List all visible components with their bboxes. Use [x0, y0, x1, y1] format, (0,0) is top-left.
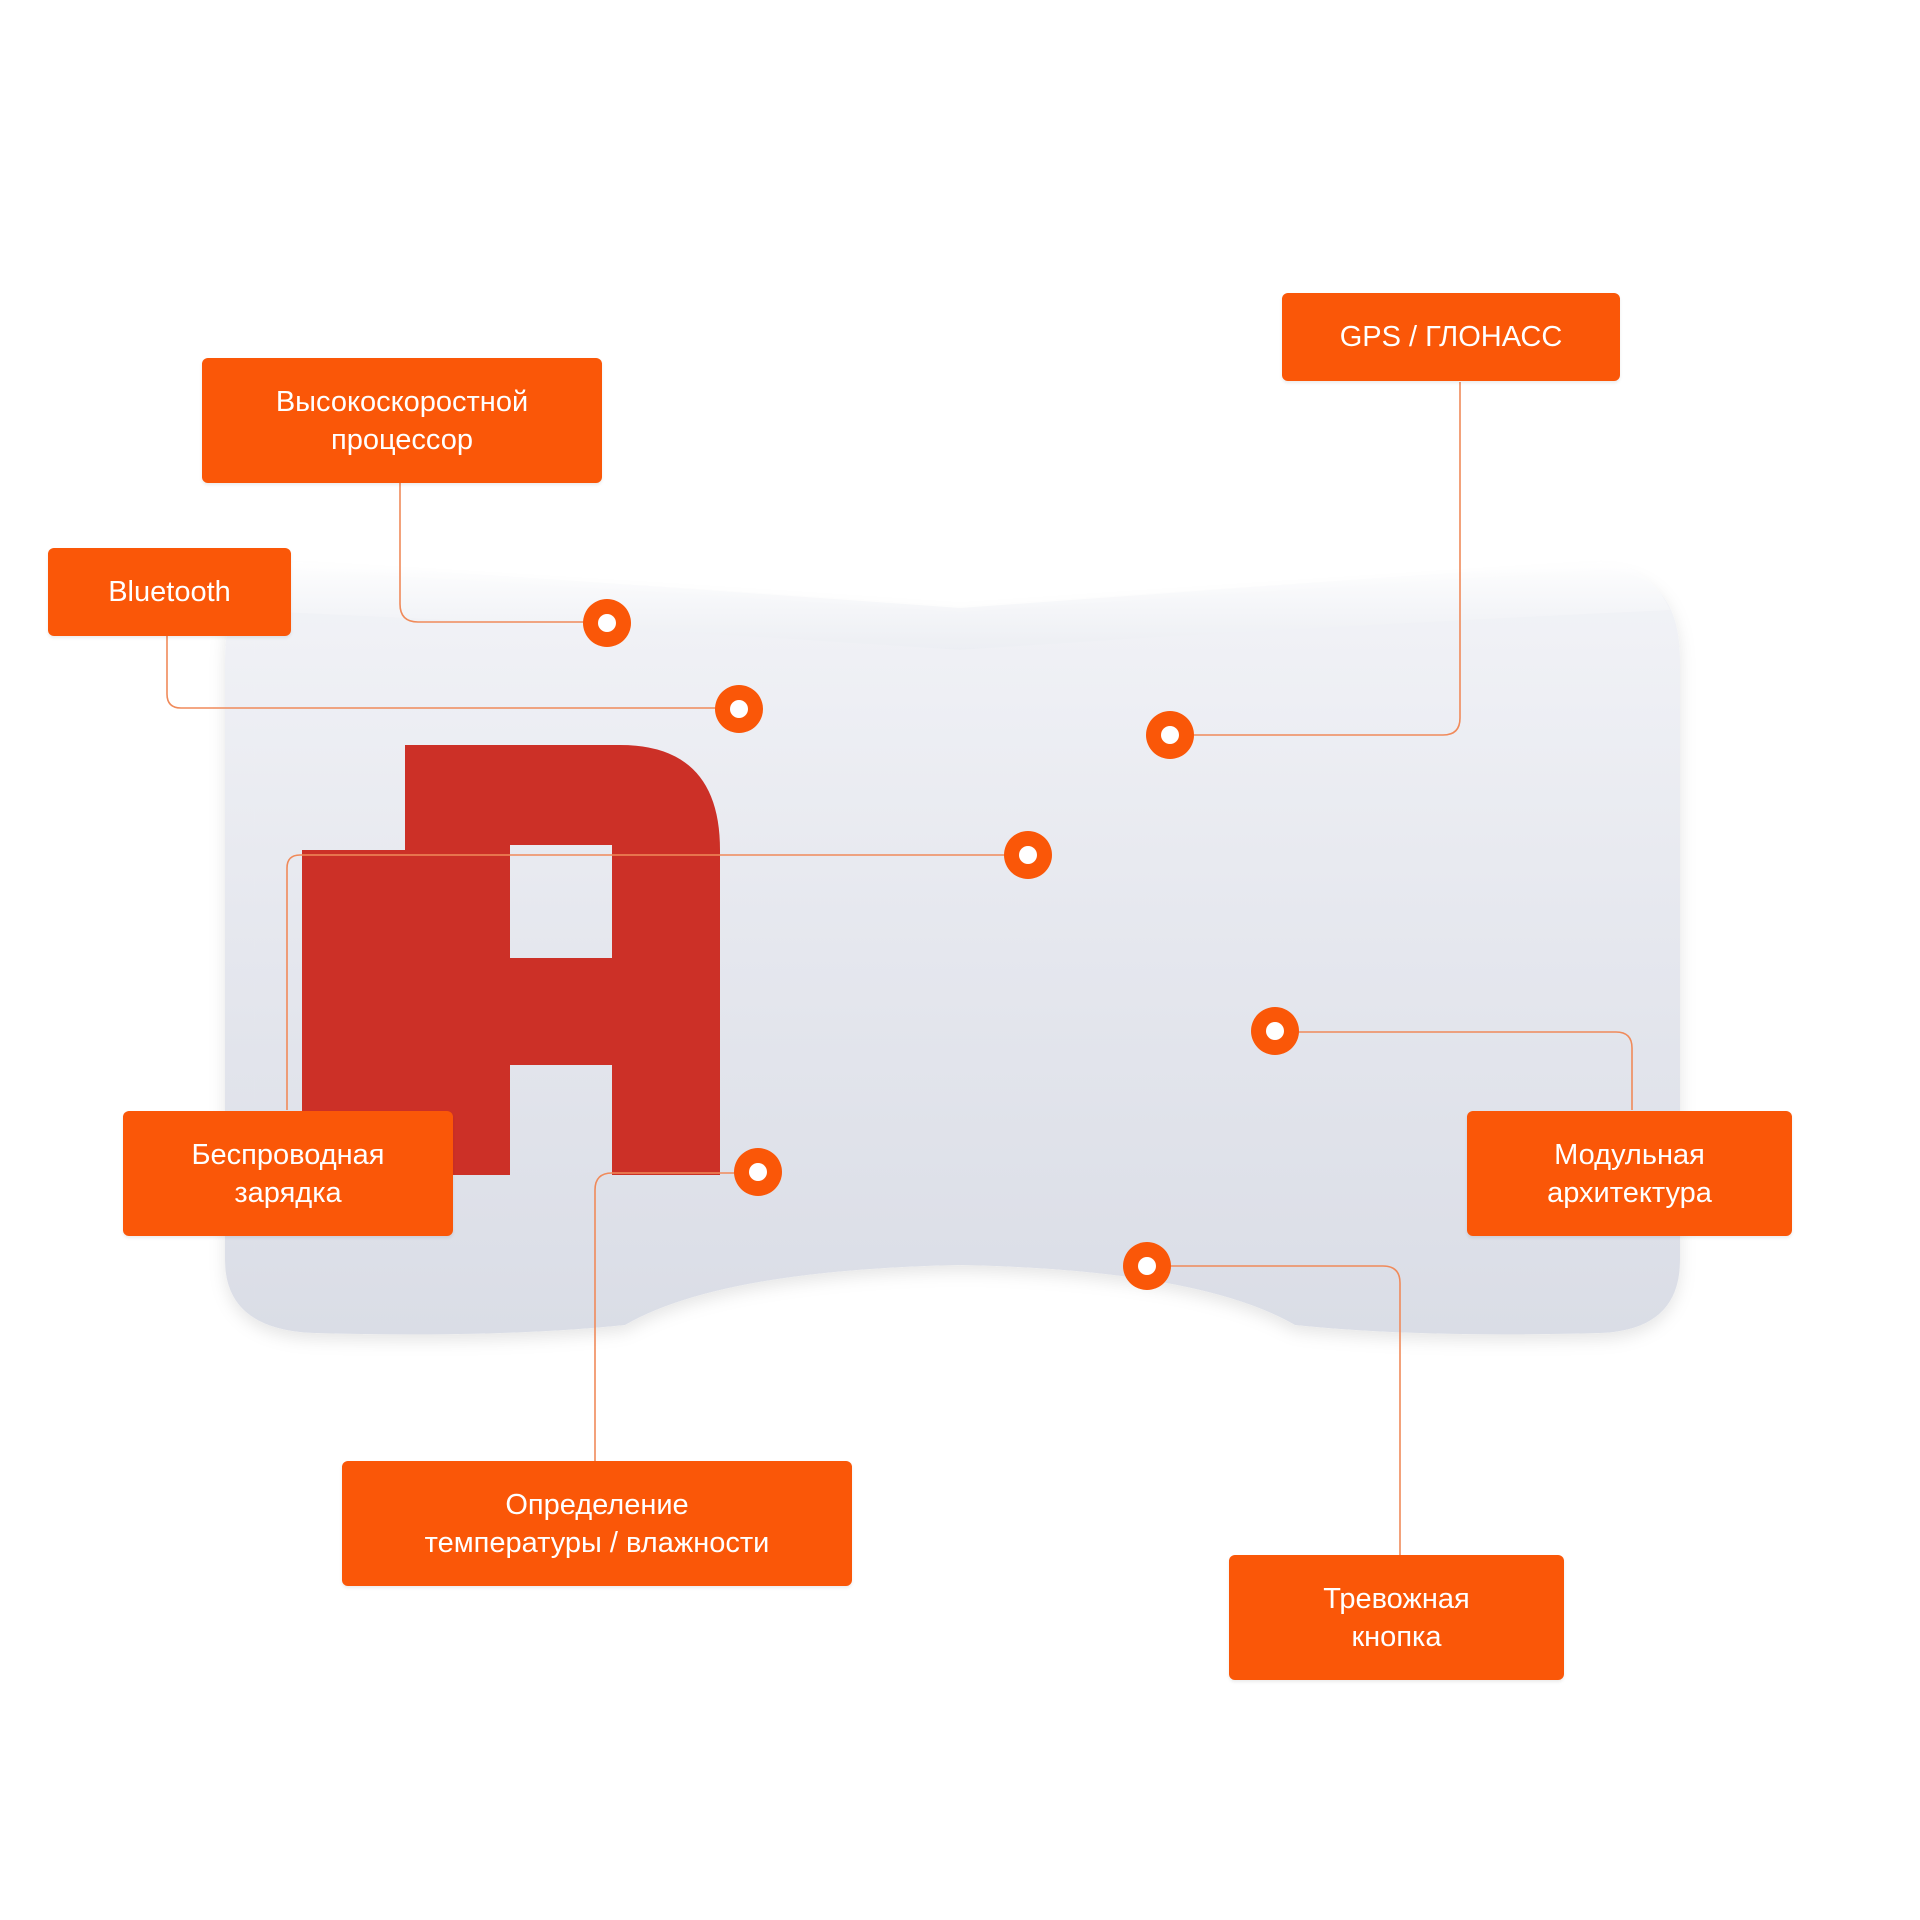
- logo-shape-left: [302, 850, 510, 1170]
- marker-bluetooth: [715, 685, 763, 733]
- label-processor-text: Высокоскоростной процессор: [275, 385, 529, 456]
- feature-markers: [583, 599, 1299, 1290]
- connector-wireless-charging: [286, 854, 1027, 1110]
- label-wireless-charging: Беспроводная зарядка: [123, 1111, 453, 1236]
- marker-modular: [1251, 1007, 1299, 1055]
- device-top-edge: [235, 562, 1670, 650]
- connector-processor: [399, 483, 605, 623]
- label-bluetooth: Bluetooth: [48, 548, 291, 636]
- label-gps: GPS / ГЛОНАСС: [1282, 293, 1620, 381]
- label-temperature-humidity-text: Определение температуры / влажности: [424, 1488, 770, 1559]
- connector-lines: [166, 382, 1633, 1557]
- connector-modular: [1275, 1031, 1633, 1110]
- marker-temperature: [734, 1148, 782, 1196]
- label-processor: Высокоскоростной процессор: [202, 358, 602, 483]
- label-panic-button: Тревожная кнопка: [1229, 1555, 1564, 1680]
- marker-gps: [1146, 711, 1194, 759]
- label-gps-text: GPS / ГЛОНАСС: [1339, 321, 1563, 353]
- brand-logo: [302, 745, 720, 1175]
- label-temperature-humidity: Определение температуры / влажности: [342, 1461, 852, 1586]
- connector-temperature: [594, 1172, 758, 1462]
- connector-panic: [1147, 1265, 1401, 1557]
- marker-processor: [583, 599, 631, 647]
- label-panic-button-text: Тревожная кнопка: [1323, 1582, 1470, 1653]
- label-bluetooth-text: Bluetooth: [108, 576, 231, 608]
- connector-gps: [1170, 382, 1461, 736]
- label-modular-architecture: Модульная архитектура: [1467, 1111, 1792, 1236]
- label-modular-architecture-text: Модульная архитектура: [1547, 1138, 1712, 1209]
- label-wireless-charging-text: Беспроводная зарядка: [191, 1138, 385, 1209]
- marker-wireless-charging: [1004, 831, 1052, 879]
- connector-bluetooth: [166, 636, 738, 709]
- marker-panic: [1123, 1242, 1171, 1290]
